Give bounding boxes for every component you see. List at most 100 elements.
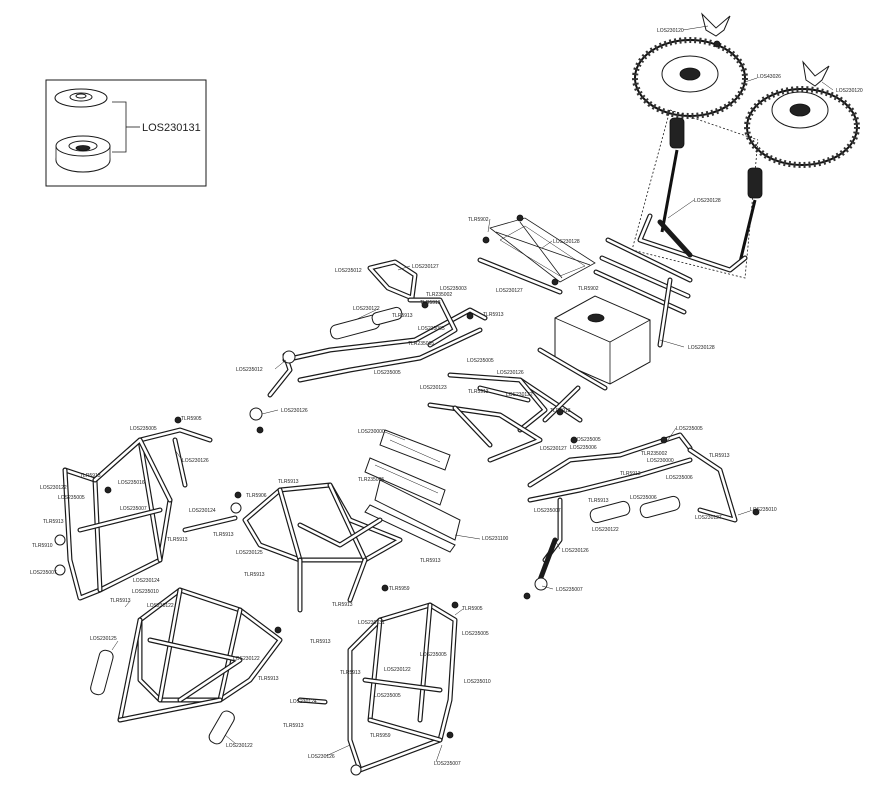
- callout-lower-k: TLR5959: [389, 586, 410, 592]
- callout-left-g: LOS235005: [58, 495, 85, 501]
- inset-washer-icon: [54, 88, 108, 108]
- right-suspension: [527, 432, 738, 591]
- callout-link-mid-d: LOS230122: [506, 392, 533, 398]
- callout-screw-top-a: TLR235002: [426, 292, 452, 298]
- callout-lower-n: TLR5913: [340, 670, 361, 676]
- callout-lower-h: LOS230122: [226, 743, 253, 749]
- callout-center-b: LOS230124: [189, 508, 216, 514]
- callout-lower-c: TLR5913: [110, 598, 131, 604]
- callout-arm-mount-top: LOS235005: [374, 370, 401, 376]
- callout-lower-i: LOS230124: [290, 699, 317, 705]
- mid-arms: [427, 372, 548, 463]
- callout-left-c: LOS230126: [182, 458, 209, 464]
- callout-screw-mid-d: LOS235006: [570, 445, 597, 451]
- callout-center-a: TLR5906: [246, 493, 267, 499]
- callout-rear-h: TLR5959: [370, 733, 391, 739]
- wing-nut-top-icon: [701, 12, 731, 37]
- callout-labels: LOS230120 LOS230120 LOS43026 LOS230128 L…: [30, 28, 863, 767]
- callout-cargo-rack: LOS230128: [553, 239, 580, 245]
- upper-suspension: [249, 259, 488, 421]
- callout-lower-g: TLR5913: [258, 676, 279, 682]
- lower-left-frame: [90, 587, 283, 745]
- callout-plate-long: LOS231100: [482, 536, 509, 542]
- callout-lower-m: LOS230131: [358, 620, 385, 626]
- callout-center-d: TLR5913: [213, 532, 234, 538]
- callout-center-i: TLR5913: [420, 558, 441, 564]
- callout-left-h: LOS235007: [120, 506, 147, 512]
- callout-lower-d: LOS230122: [147, 603, 174, 609]
- callout-right-m: LOS230126: [562, 548, 589, 554]
- callout-wheel: LOS43026: [757, 74, 781, 80]
- callout-left-b: LOS235005: [130, 426, 157, 432]
- shock-lower-left-icon: [90, 649, 114, 696]
- callout-screw-top-c: TLR5913: [420, 300, 441, 306]
- skid-plates: [364, 429, 461, 553]
- callout-lower-b: LOS235010: [132, 589, 159, 595]
- callout-right-a: LOS235005: [676, 426, 703, 432]
- callout-right-n: LOS235007: [556, 587, 583, 593]
- callout-rod-end-top: LOS235005: [418, 326, 445, 332]
- callout-rear-a: TLR5905: [462, 606, 483, 612]
- callout-center-f: TLR5913: [278, 479, 299, 485]
- callout-right-e: LOS230000: [647, 458, 674, 464]
- callout-left-d: TLR5913: [80, 473, 101, 479]
- callout-lower-a: LOS230124: [133, 578, 160, 584]
- inset-part-label: LOS230131: [142, 122, 201, 134]
- callout-screw-rack: TLR5902: [468, 217, 489, 223]
- rear-frame: [297, 602, 458, 776]
- detail-inset: LOS230131: [45, 79, 207, 187]
- callout-rack-bars: LOS230128: [688, 345, 715, 351]
- callout-link-mid-b: LOS230126: [497, 370, 524, 376]
- callout-right-j: LOS230127: [695, 515, 722, 521]
- callout-rear-e: LOS235010: [464, 679, 491, 685]
- callout-link-top-a: LOS235012: [236, 367, 263, 373]
- callout-rear-g: LOS235005: [374, 693, 401, 699]
- cargo-rack: [477, 217, 693, 348]
- callout-left-f: LOS235016: [118, 480, 145, 486]
- fuel-tank-icon: [517, 295, 651, 423]
- callout-lower-e: LOS230125: [90, 636, 117, 642]
- callout-screw-top-b: LOS235003: [440, 286, 467, 292]
- spare-wheels: [631, 12, 860, 279]
- wing-nut-right-icon: [802, 60, 830, 87]
- callout-left-a: TLR5905: [181, 416, 202, 422]
- callout-right-k: LOS235010: [750, 507, 777, 513]
- callout-bracket-top: LOS235012: [335, 268, 362, 274]
- callout-right-c: TLR5913: [709, 453, 730, 459]
- callout-left-i: TLR5913: [43, 519, 64, 525]
- callout-left-k: LOS235007: [30, 570, 57, 576]
- callout-left-j: TLR5910: [32, 543, 53, 549]
- callout-screw-top-f: TLR5913: [483, 312, 504, 318]
- shock-upper-icon: [329, 306, 403, 340]
- callout-screw-top-d: TLR5913: [392, 313, 413, 319]
- callout-rear-i: LOS230126: [308, 754, 335, 760]
- inset-bushing-icon: [55, 135, 111, 173]
- callout-center-h: TLR5913: [332, 602, 353, 608]
- callout-screw-mid-b: TLR5913: [550, 408, 571, 414]
- callout-right-l: LOS235007: [534, 508, 561, 514]
- callout-shock-top: LOS230122: [353, 306, 380, 312]
- callout-cargo-rack-2: LOS230127: [496, 288, 523, 294]
- callout-plate-mid-2: TLR235005: [358, 477, 384, 483]
- callout-upper-arm-top: LOS230127: [412, 264, 439, 270]
- callout-screw-rack-2: TLR5902: [578, 286, 599, 292]
- callout-rear-b: LOS235005: [462, 631, 489, 637]
- screw-icons: [104, 40, 760, 739]
- callout-rear-d: LOS230122: [384, 667, 411, 673]
- shock-lower-center-icon: [208, 710, 235, 745]
- callout-plate-mid: LOS230000: [358, 429, 385, 435]
- callout-right-d: TLR5913: [620, 471, 641, 477]
- callout-link-mid-e: LOS230127: [540, 446, 567, 452]
- callout-right-i: LOS230122: [592, 527, 619, 533]
- callout-center-g: TLR5913: [244, 572, 265, 578]
- callout-center-c: TLR5913: [167, 537, 188, 543]
- center-cage: [182, 482, 403, 613]
- callout-spare-mount: LOS230128: [694, 198, 721, 204]
- callout-left-e: LOS230122: [40, 485, 67, 491]
- wheel-right-icon: [744, 86, 860, 168]
- callout-right-g: TLR5913: [588, 498, 609, 504]
- callout-wheel-nut-right: LOS230120: [836, 88, 863, 94]
- callout-rear-j: LOS235007: [434, 761, 461, 767]
- callout-center-j: TLR5913: [310, 639, 331, 645]
